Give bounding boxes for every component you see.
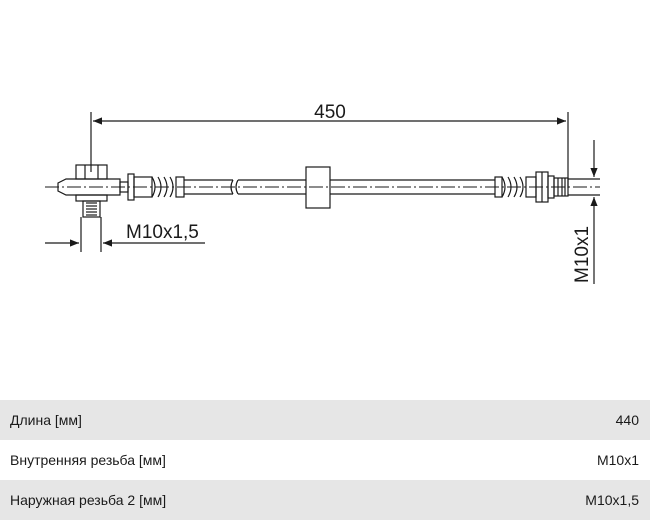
dimension-right-thread-label: M10x1 bbox=[572, 226, 593, 283]
spec-label: Наружная резьба 2 [мм] bbox=[10, 492, 167, 508]
spec-row-outer-thread: Наружная резьба 2 [мм] M10x1,5 bbox=[0, 480, 650, 520]
dimension-length-label: 450 bbox=[314, 102, 346, 123]
hose-clip bbox=[305, 166, 331, 209]
dimension-left-thread-label: M10x1,5 bbox=[126, 222, 199, 243]
spec-row-length: Длина [мм] 440 bbox=[0, 400, 650, 440]
spec-value: 440 bbox=[615, 412, 639, 428]
specs-table: Длина [мм] 440 Внутренняя резьба [мм] M1… bbox=[0, 400, 650, 520]
spec-value: M10x1 bbox=[596, 452, 639, 468]
spec-row-inner-thread: Внутренняя резьба [мм] M10x1 bbox=[0, 440, 650, 480]
brake-hose-drawing: 450 M10x1,5 M10x1 bbox=[45, 102, 600, 284]
crimp-sleeve-right bbox=[494, 171, 555, 203]
spec-value: M10x1,5 bbox=[585, 492, 639, 508]
crimp-sleeve-left bbox=[119, 173, 185, 201]
hose-body bbox=[184, 179, 495, 195]
spec-label: Длина [мм] bbox=[10, 412, 82, 428]
spec-label: Внутренняя резьба [мм] bbox=[10, 452, 166, 468]
thread-end-right bbox=[553, 177, 600, 197]
banjo-fitting-left bbox=[57, 164, 121, 252]
